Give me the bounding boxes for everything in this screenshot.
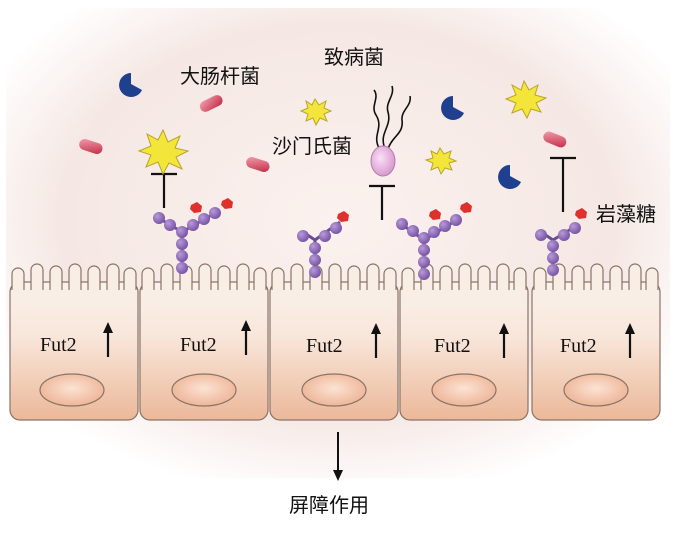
inhibition-symbols (151, 156, 576, 220)
flagella (373, 85, 411, 150)
epithelial-cell (9, 263, 139, 421)
microvilli (141, 263, 267, 297)
label-pathogen: 致病菌 (324, 45, 384, 69)
microvilli (11, 263, 137, 297)
label-barrier: 屏障作用 (289, 493, 369, 517)
nucleus (171, 373, 237, 407)
fut2-label: Fut2 (180, 334, 217, 356)
glycan-chains (153, 198, 587, 280)
fut2-label: Fut2 (560, 335, 597, 357)
up-arrow-icon (625, 323, 635, 358)
pacman-bacterium-icon (119, 73, 142, 97)
star-bacterium-icon (299, 98, 333, 127)
inhibition-icon (369, 184, 395, 220)
up-arrow-icon (371, 323, 381, 358)
fucose-icon (575, 208, 587, 219)
fucose-icon (337, 211, 349, 222)
star-bacterium-icon (424, 147, 458, 176)
fut2-label: Fut2 (306, 335, 343, 357)
fucose-icon (221, 198, 233, 209)
upregulation-arrows (103, 320, 635, 358)
capsule-bacterium-icon (199, 95, 223, 112)
capsule-bacterium-icon (246, 156, 270, 172)
microvilli (271, 263, 397, 297)
capsule-bacterium-icon (543, 131, 567, 148)
fucose-icon (190, 202, 202, 213)
pacman-bacteria (119, 73, 521, 189)
salmonella-body-icon (370, 145, 396, 177)
epithelial-cell (531, 263, 661, 421)
inhibition-icon (550, 156, 576, 212)
fucose-icon (429, 209, 441, 220)
epithelial-layer (9, 263, 661, 421)
label-salmonella: 沙门氏菌 (272, 134, 352, 158)
up-arrow-icon (103, 322, 113, 357)
inhibition-icon (151, 172, 177, 208)
microvilli (533, 263, 659, 297)
fut2-label: Fut2 (40, 334, 77, 356)
capsule-bacterium-icon (79, 138, 103, 154)
pacman-bacterium-icon (441, 96, 464, 120)
nucleus (563, 373, 629, 407)
barrier-down-arrow-icon (333, 432, 343, 481)
up-arrow-icon (499, 323, 509, 358)
nucleus (301, 373, 367, 407)
salmonella-bacterium (370, 85, 411, 177)
glycan-chain (297, 211, 349, 278)
epithelial-cell (139, 263, 269, 421)
nucleus (39, 373, 105, 407)
glycan-chain (153, 198, 233, 274)
e-coli-bacteria (79, 95, 567, 172)
glycan-chain (535, 208, 587, 276)
fucose-icon (460, 202, 472, 213)
label-fucose: 岩藻糖 (596, 202, 656, 226)
up-arrow-icon (241, 320, 251, 355)
nucleus (431, 373, 497, 407)
pacman-bacterium-icon (498, 165, 521, 189)
epithelial-cell (399, 263, 529, 421)
star-bacterium-icon (504, 79, 548, 120)
star-bacteria (137, 79, 548, 176)
microvilli (401, 263, 527, 297)
fut2-labels: Fut2 Fut2 Fut2 Fut2 Fut2 (40, 334, 597, 357)
fut2-label: Fut2 (434, 335, 471, 357)
epithelial-cell (269, 263, 399, 421)
star-bacterium-icon (137, 128, 190, 176)
label-e-coli: 大肠杆菌 (180, 64, 260, 88)
glycan-chain (396, 202, 472, 280)
